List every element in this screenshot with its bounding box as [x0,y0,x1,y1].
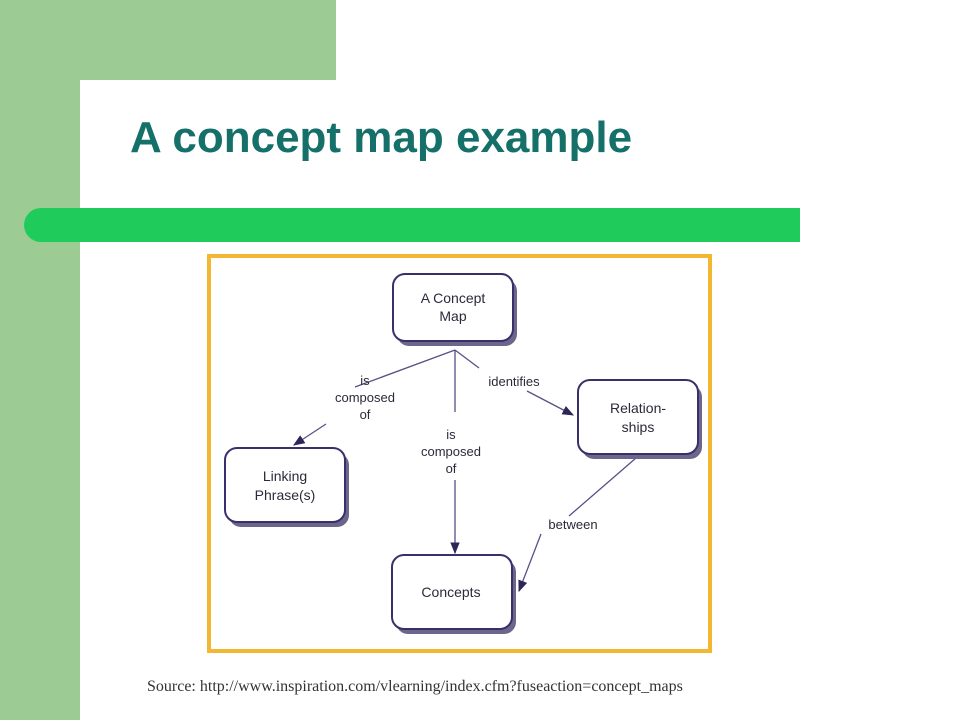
link-line-composed-left-upper [354,349,456,388]
link-label-composed-left-line-3: of [360,407,371,422]
node-concept-map: A Concept Map [392,273,517,346]
node-relationships: Relation- ships [577,379,702,459]
link-label-composed-center-line-2: composed [421,444,481,459]
link-line-between-lower [518,533,542,593]
link-line-between-upper [568,457,637,517]
title-underline-bar [24,208,800,242]
link-label-identifies: identifies [488,374,540,389]
source-citation: Source: http://www.inspiration.com/vlear… [147,678,683,695]
link-label-identifies-line-1: identifies [488,374,540,389]
link-label-composed-left-line-1: is [360,373,370,388]
link-line-composed-left-lower [293,423,327,446]
node-linking-phrases-line-1: Linking [263,468,307,484]
top-decorative-band [0,0,336,80]
link-line-identifies-lower [526,390,575,416]
concept-map-canvas: A Concept Map Relation- ships Linking Ph… [224,273,702,634]
node-concept-map-line-1: A Concept [421,290,486,306]
node-concept-map-line-2: Map [439,308,466,324]
node-linking-phrases: Linking Phrase(s) [224,447,349,527]
node-concepts: Concepts [391,554,516,634]
left-decorative-band [0,0,80,720]
link-line-identifies-upper [454,349,480,369]
link-label-composed-center-line-1: is [446,427,456,442]
slide-title: A concept map example [130,113,633,162]
node-relationships-line-1: Relation- [610,400,666,416]
link-label-composed-center: is composed of [421,427,481,476]
node-concepts-label: Concepts [421,584,480,600]
link-label-composed-center-line-3: of [446,461,457,476]
node-relationships-line-2: ships [622,419,655,435]
link-label-between: between [548,517,597,532]
node-linking-phrases-line-2: Phrase(s) [255,487,316,503]
link-label-between-line-1: between [548,517,597,532]
concept-map-diagram: A Concept Map Relation- ships Linking Ph… [207,254,712,653]
link-label-composed-left: is composed of [335,373,395,422]
link-label-composed-left-line-2: composed [335,390,395,405]
